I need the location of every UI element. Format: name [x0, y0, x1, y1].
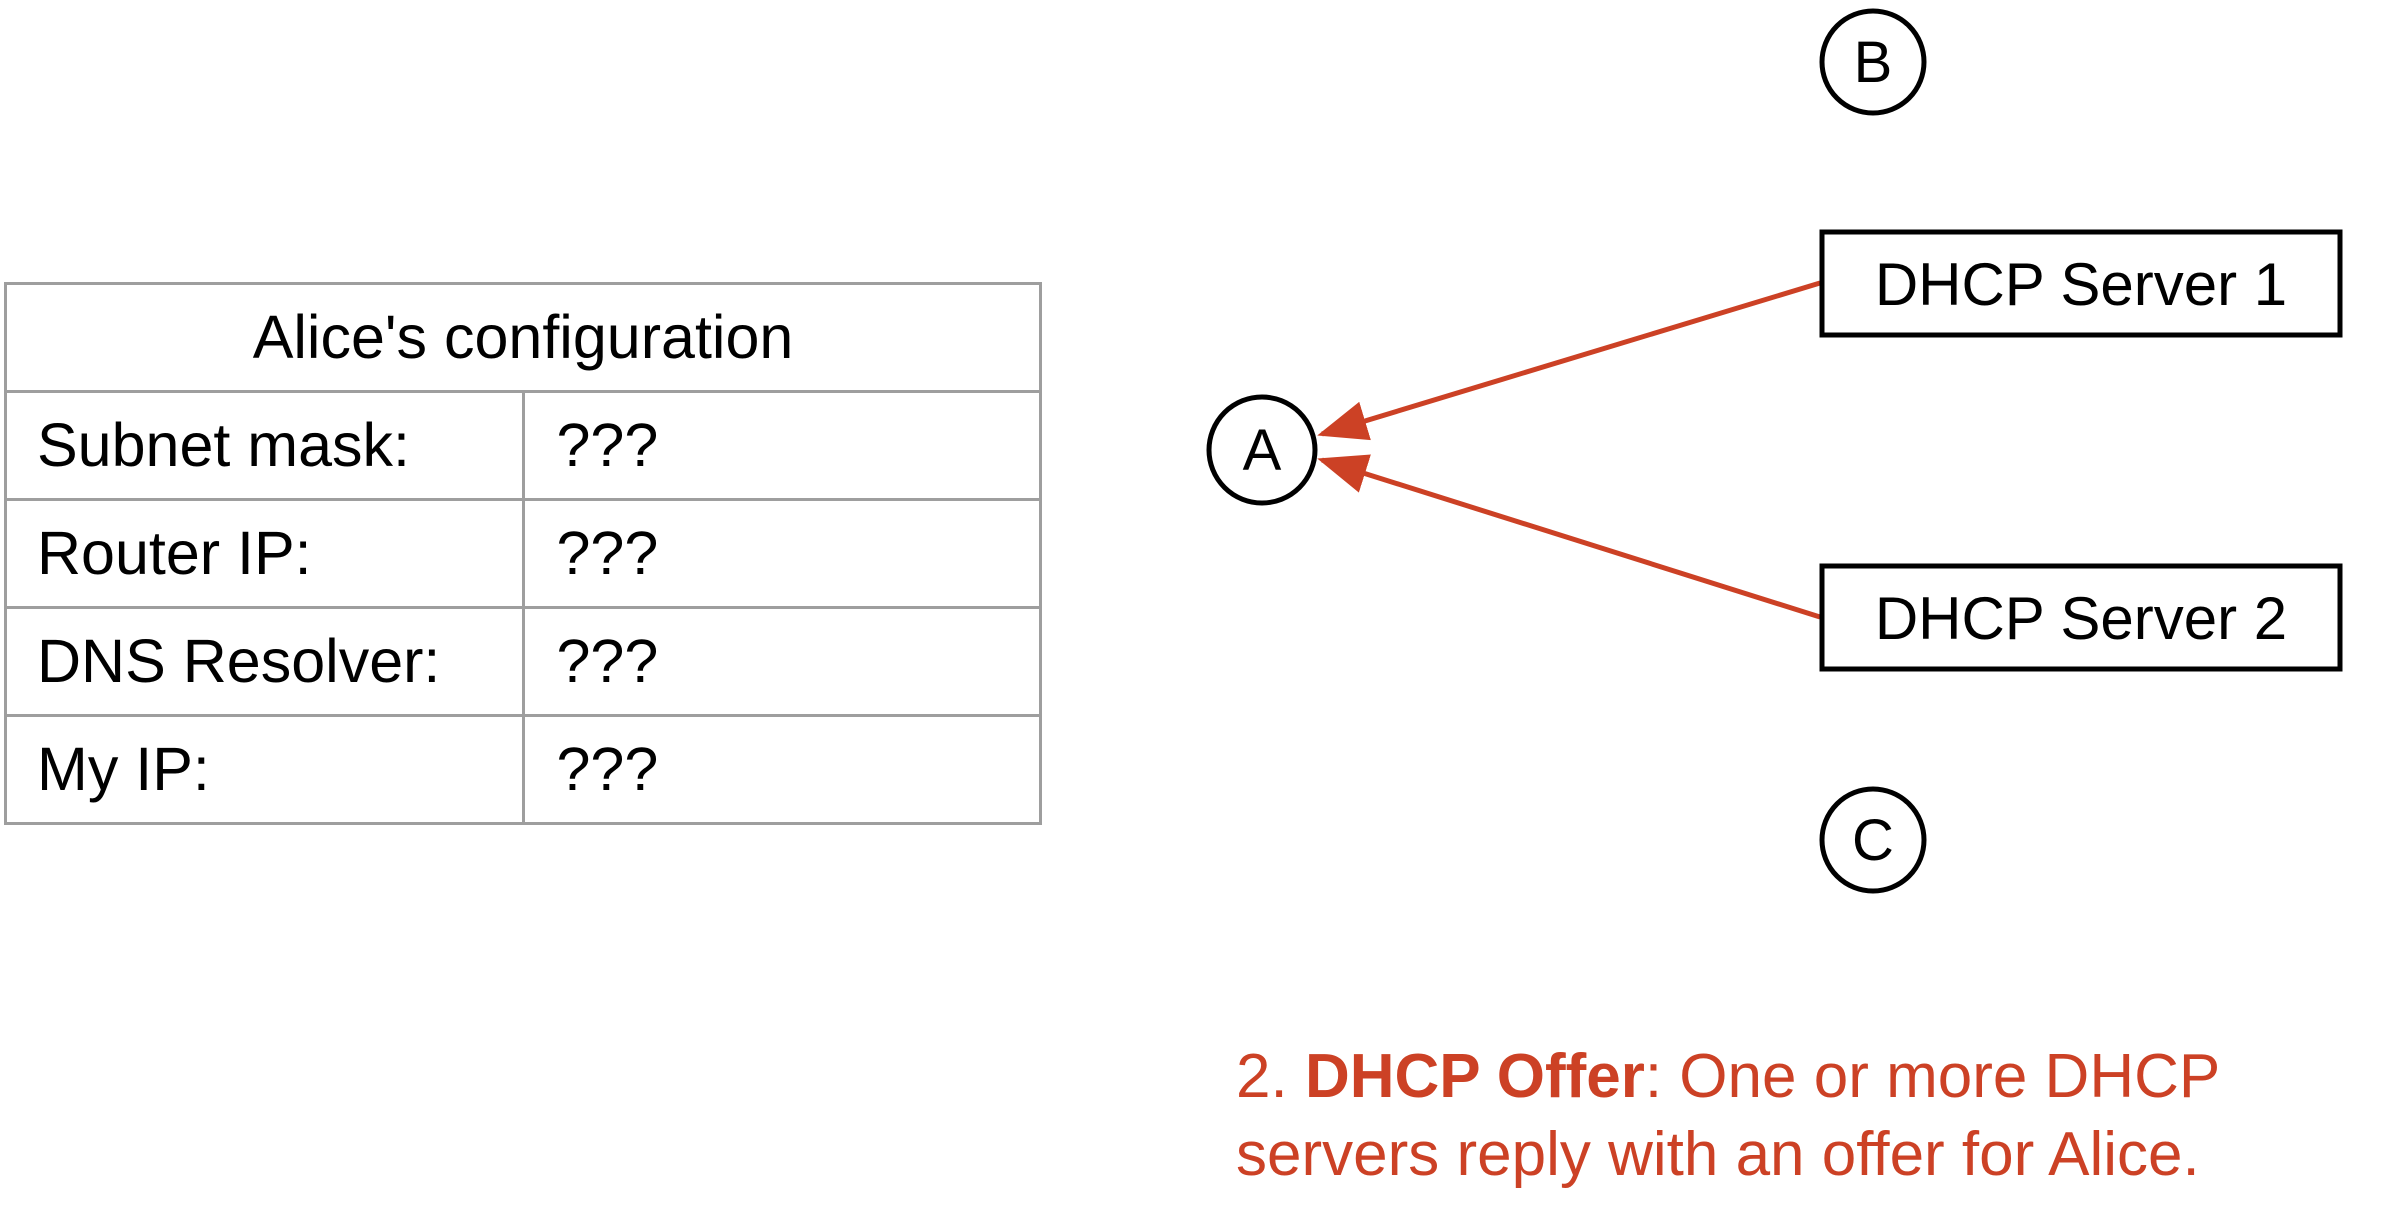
table-row: Router IP: ??? — [4, 498, 1042, 609]
step-caption: 2. DHCP Offer: One or more DHCP servers … — [1236, 1038, 2356, 1194]
node-c: C — [1819, 786, 1927, 894]
row-value-my-ip: ??? — [521, 714, 1042, 825]
table-header-row: Alice's configuration — [4, 282, 1042, 393]
alice-config-table: Alice's configuration Subnet mask: ??? R… — [4, 282, 1042, 825]
row-label-subnet-mask: Subnet mask: — [4, 390, 525, 501]
node-b: B — [1819, 8, 1927, 116]
node-a: A — [1206, 394, 1318, 506]
row-label-my-ip: My IP: — [4, 714, 525, 825]
row-label-router-ip: Router IP: — [4, 498, 525, 609]
table-row: My IP: ??? — [4, 714, 1042, 825]
dhcp-server-1: DHCP Server 1 — [1819, 229, 2343, 338]
caption-description: : One or more DHCP servers reply with an… — [1236, 1042, 2220, 1189]
arrow-server2-to-a — [1317, 454, 1821, 620]
node-b-label: B — [1854, 30, 1893, 95]
node-a-label: A — [1243, 418, 1282, 483]
dhcp-server-1-label: DHCP Server 1 — [1875, 251, 2287, 318]
caption-term: DHCP Offer — [1304, 1042, 1645, 1111]
table-title: Alice's configuration — [4, 282, 1042, 393]
dhcp-server-2-label: DHCP Server 2 — [1875, 585, 2287, 652]
dhcp-server-2: DHCP Server 2 — [1819, 563, 2343, 672]
row-value-dns-resolver: ??? — [521, 606, 1042, 717]
table-row: Subnet mask: ??? — [4, 390, 1042, 501]
table-row: DNS Resolver: ??? — [4, 606, 1042, 717]
caption-step-number: 2. — [1236, 1042, 1305, 1111]
arrow-server1-to-a — [1317, 280, 1821, 441]
row-label-dns-resolver: DNS Resolver: — [4, 606, 525, 717]
row-value-router-ip: ??? — [521, 498, 1042, 609]
row-value-subnet-mask: ??? — [521, 390, 1042, 501]
node-c-label: C — [1852, 808, 1894, 873]
